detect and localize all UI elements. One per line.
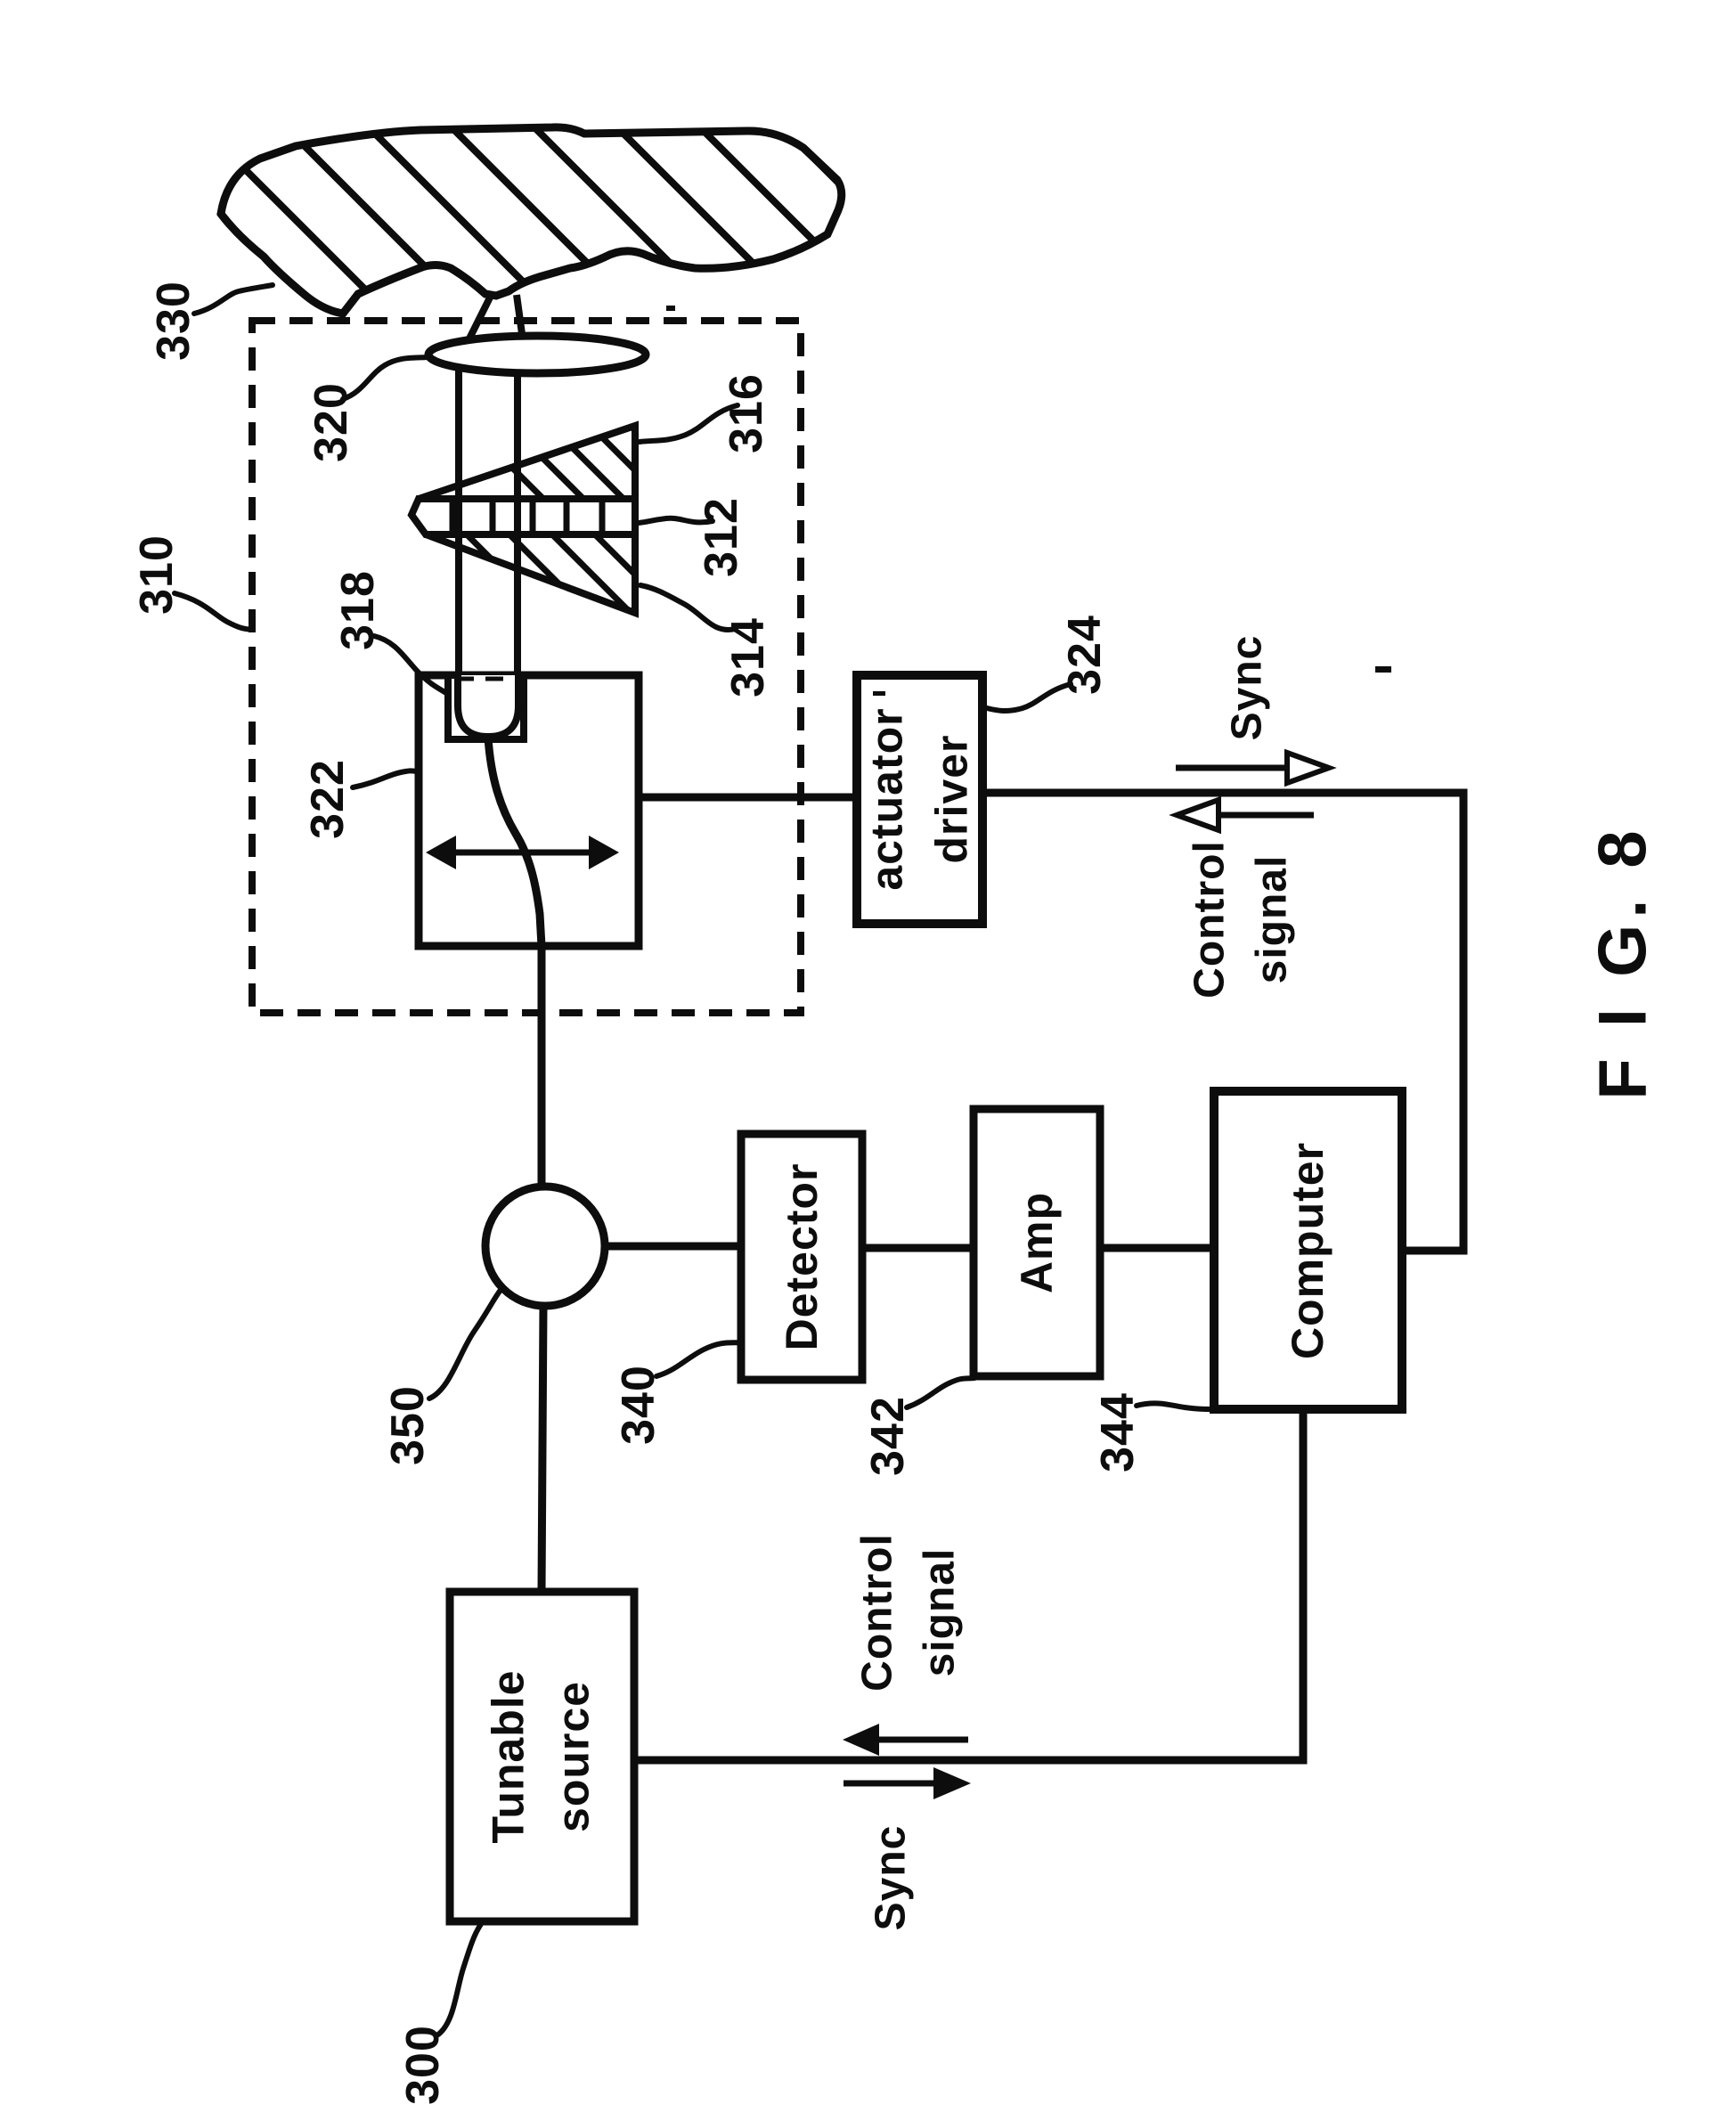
- ref-324: 324: [1059, 615, 1111, 695]
- leader-330: [192, 282, 275, 316]
- translation-double-arrow: [426, 836, 619, 869]
- wire-computer-to-source: [634, 1409, 1308, 1765]
- tunable-source-box-300: [445, 1587, 639, 1926]
- computer-box-344: [1210, 1087, 1406, 1414]
- leader-314: [638, 583, 738, 632]
- probe-module-dashed-box-310: [249, 317, 804, 1016]
- ref-342: 342: [862, 1396, 914, 1476]
- sample-blob-330: [216, 123, 846, 318]
- tunable-source-label: Tunable source: [477, 1670, 606, 1844]
- ref-330: 330: [148, 281, 200, 361]
- ref-344: 344: [1092, 1392, 1144, 1472]
- grating-bar-312: [407, 495, 639, 538]
- tunable-source-line1: Tunable: [483, 1669, 534, 1844]
- fiber-coupler-350: [481, 1182, 609, 1310]
- scan-specks: [666, 306, 1391, 696]
- actuator-driver-line1: actuator: [861, 707, 912, 891]
- lower-control-arrow: [843, 1724, 968, 1756]
- ref-318: 318: [332, 570, 384, 650]
- leader-310: [172, 591, 256, 632]
- ref-320: 320: [306, 382, 357, 462]
- ref-340: 340: [613, 1365, 664, 1445]
- amp-label: Amp: [1012, 1191, 1062, 1294]
- lower-control-line2: signal: [916, 1547, 963, 1677]
- leader-340: [654, 1340, 745, 1379]
- ref-300: 300: [397, 2025, 449, 2104]
- leader-344: [1134, 1400, 1218, 1412]
- actuator-driver-box-324: [852, 671, 987, 928]
- ref-316: 316: [721, 373, 772, 453]
- leader-320: [340, 355, 430, 402]
- lower-control-signal-label: Control signal: [846, 1533, 970, 1692]
- ref-312: 312: [696, 497, 747, 577]
- fiber-tip: [454, 675, 522, 741]
- ref-350: 350: [382, 1385, 434, 1465]
- upper-sync-arrow: [1176, 748, 1337, 787]
- upper-control-line1: Control: [1186, 840, 1234, 999]
- leader-312: [636, 515, 715, 526]
- ref-314: 314: [722, 617, 774, 697]
- actuator-driver-line2: driver: [926, 734, 976, 864]
- fiber-line: [484, 737, 548, 1593]
- upper-control-line2: signal: [1248, 854, 1295, 984]
- leader-316: [637, 403, 740, 444]
- amp-box-342: [969, 1105, 1104, 1381]
- leader-322: [350, 768, 422, 790]
- lower-control-line1: Control: [853, 1533, 901, 1692]
- upper-sync-label: Sync: [1223, 634, 1271, 741]
- lens-320: [424, 331, 650, 378]
- lower-wedge-314: [424, 531, 639, 618]
- leader-324: [984, 681, 1073, 714]
- detector-box-340: [737, 1129, 867, 1384]
- upper-control-arrow: [1169, 795, 1314, 835]
- leader-lines: [172, 282, 1218, 2037]
- fiber-ferrule-318: [444, 672, 527, 743]
- lower-sync-arrow: [844, 1767, 971, 1799]
- wire-driver-to-computer: [982, 788, 1468, 1255]
- tunable-source-line2: source: [548, 1681, 598, 1832]
- leader-300: [436, 1921, 484, 2037]
- ref-322: 322: [302, 759, 354, 839]
- ref-310: 310: [131, 534, 183, 615]
- upper-control-signal-label: Control signal: [1178, 840, 1302, 999]
- leader-342: [904, 1375, 977, 1410]
- wires: [605, 788, 1468, 1765]
- leader-318: [371, 633, 452, 697]
- beam-lines: [455, 371, 521, 675]
- detector-label: Detector: [777, 1162, 827, 1351]
- figure-number: F I G. 8: [1585, 824, 1661, 1100]
- lower-sync-label: Sync: [867, 1824, 915, 1931]
- leader-350: [427, 1287, 503, 1401]
- actuator-driver-label: actuator driver: [855, 707, 984, 890]
- computer-label: Computer: [1283, 1141, 1333, 1360]
